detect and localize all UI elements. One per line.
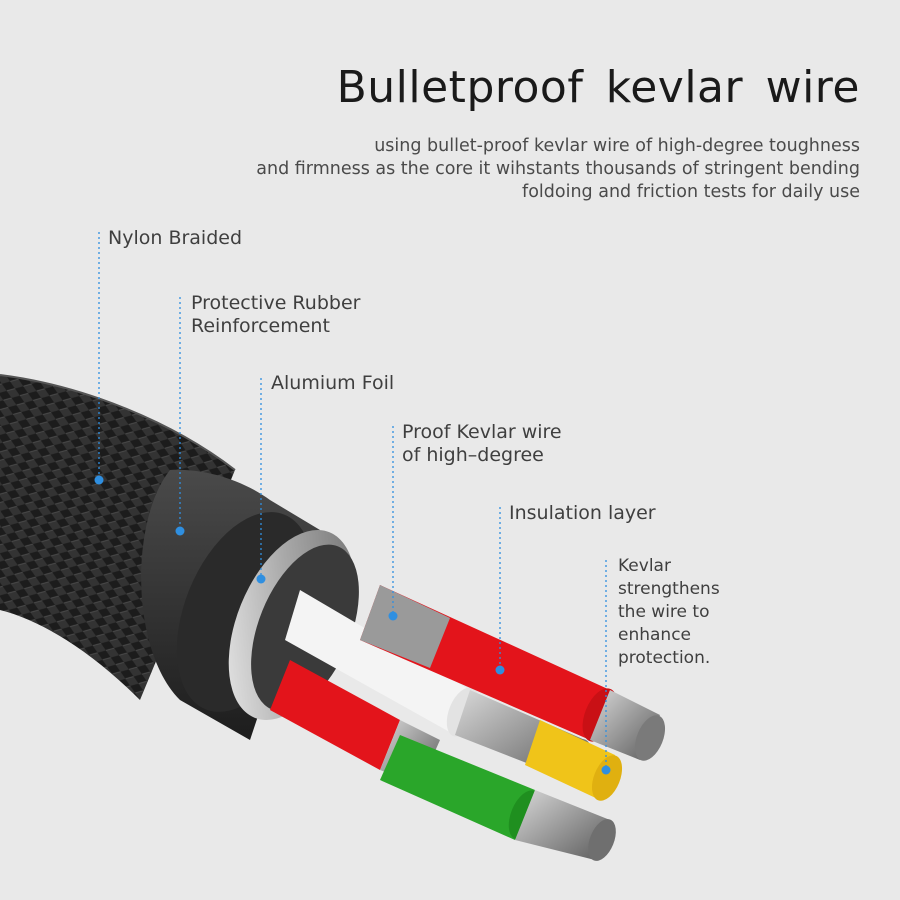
pointer-dot-foil — [256, 574, 266, 584]
callout-insulation-layer: Insulation layer — [509, 502, 656, 525]
callout-text: protection. — [618, 648, 711, 668]
callout-text: Proof Kevlar wire — [402, 421, 562, 443]
callout-proof-kevlar-wire: Proof Kevlar wire of high–degree — [402, 421, 562, 467]
white-wire — [285, 590, 470, 735]
pointer-dot-kevlar — [601, 765, 611, 775]
pointer-dot-rubber — [175, 526, 185, 536]
description-line: using bullet-proof kevlar wire of high-d… — [374, 136, 860, 156]
callout-kevlar: Kevlar strengthens the wire to enhance p… — [618, 555, 720, 670]
callout-text: strengthens — [618, 579, 720, 599]
description-line: and firmness as the core it wihstants th… — [256, 159, 860, 179]
callout-text: Alumium Foil — [271, 372, 395, 394]
callout-text: Protective Rubber — [191, 292, 361, 314]
callout-nylon-braided: Nylon Braided — [108, 227, 242, 250]
page-title: Bulletproof kevlar wire — [336, 62, 860, 113]
callout-text: the wire to — [618, 602, 710, 622]
description-line: foldoing and friction tests for daily us… — [522, 182, 860, 202]
kevlar-filler — [525, 720, 615, 800]
callout-text: Kevlar — [618, 556, 671, 576]
callout-text: enhance — [618, 625, 692, 645]
description: using bullet-proof kevlar wire of high-d… — [240, 135, 860, 204]
callout-text: Insulation layer — [509, 502, 656, 524]
pointer-dot-insulation — [495, 665, 505, 675]
red-wire-lower — [270, 660, 400, 770]
nylon-braid-sleeve — [0, 375, 235, 700]
green-wire — [380, 735, 535, 840]
callout-protective-rubber: Protective Rubber Reinforcement — [191, 292, 360, 338]
callout-alumium-foil: Alumium Foil — [271, 372, 394, 395]
callout-text: of high–degree — [402, 444, 544, 466]
callout-text: Reinforcement — [191, 315, 330, 337]
pointer-dot-kevlar-wire — [388, 611, 398, 621]
callout-text: Nylon Braided — [108, 227, 243, 249]
pointer-dot-nylon — [94, 475, 104, 485]
